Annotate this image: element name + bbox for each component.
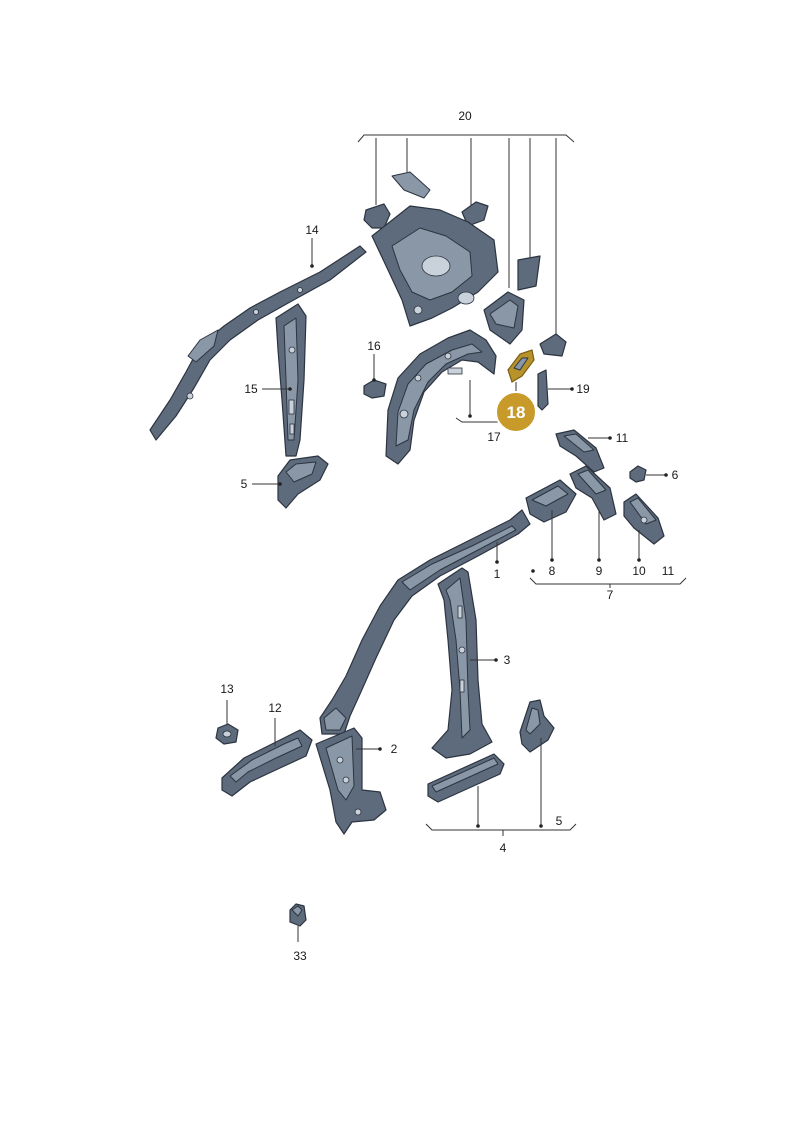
- part-8: [525, 479, 577, 523]
- label-2: 2: [391, 742, 398, 756]
- label-12: 12: [268, 701, 282, 715]
- label-11-lower: 11: [662, 564, 675, 578]
- group-20-bracket: 20: [357, 109, 575, 340]
- label-18: 18: [507, 403, 526, 422]
- label-1: 1: [494, 567, 501, 581]
- part-3-b-pillar: 3: [431, 567, 511, 759]
- label-3: 3: [504, 653, 511, 667]
- label-9: 9: [596, 564, 603, 578]
- part-4-sill: [427, 753, 505, 803]
- part-2-a-pillar-lower: 2: [315, 727, 398, 835]
- label-33: 33: [293, 949, 307, 963]
- label-16: 16: [367, 339, 381, 353]
- part-9: [569, 465, 617, 521]
- part-5-upper: 5: [241, 455, 329, 509]
- highlight-badge[interactable]: [495, 391, 537, 433]
- part-14-roof-rail: 14: [149, 223, 367, 441]
- part-13-clip: 13: [215, 682, 239, 745]
- label-19: 19: [576, 382, 590, 396]
- part-10: [623, 493, 665, 545]
- part-11-upper: 11: [555, 429, 629, 473]
- part-12-sill-front: 12: [221, 701, 313, 797]
- label-15: 15: [244, 382, 258, 396]
- part-18-highlighted: 18: [495, 349, 537, 433]
- part-6-nut: 6: [629, 465, 679, 483]
- part-20-brackets: [363, 171, 567, 357]
- part-17-wheel-arch: 17: [385, 329, 529, 465]
- part-1-a-pillar: 1: [319, 509, 531, 735]
- part-16-clip: 16: [363, 339, 387, 399]
- label-6: 6: [672, 468, 679, 482]
- part-20-wheelhouse-panel: [371, 205, 499, 327]
- label-5-lower: 5: [556, 814, 563, 828]
- label-13: 13: [220, 682, 234, 696]
- label-17: 17: [487, 430, 501, 444]
- label-8: 8: [549, 564, 556, 578]
- part-33-bolt: 33: [289, 903, 307, 963]
- label-14: 14: [305, 223, 319, 237]
- part-20-plate: [483, 291, 525, 345]
- label-20: 20: [458, 109, 472, 123]
- label-7: 7: [607, 588, 614, 602]
- label-10: 10: [632, 564, 646, 578]
- group-7-bracket: 8 9 10 11 7: [529, 510, 687, 602]
- part-5-lower: [519, 699, 555, 753]
- label-4: 4: [500, 841, 507, 855]
- label-11-upper: 11: [616, 431, 629, 445]
- part-19-strip: 19: [537, 369, 590, 411]
- group-4-bracket: 5 4: [425, 738, 577, 855]
- label-5-upper: 5: [241, 477, 248, 491]
- part-15-pillar: 15: [244, 303, 307, 457]
